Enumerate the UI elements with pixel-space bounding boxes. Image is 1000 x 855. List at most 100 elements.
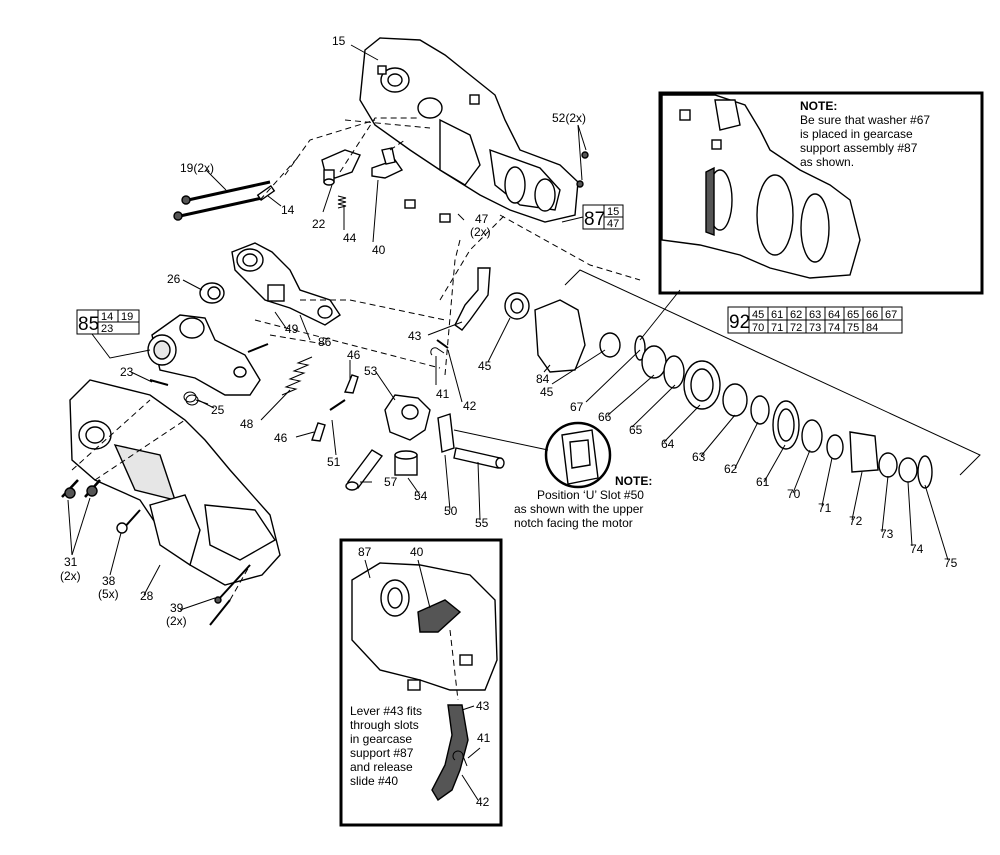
part-labels: 15 52(2x) 19(2x) 14 22 44 40 47 (2x) 26 … bbox=[60, 34, 958, 628]
label-45a: 45 bbox=[478, 359, 492, 373]
label-45b: 45 bbox=[540, 385, 554, 399]
kit-87-number: 87 bbox=[584, 209, 605, 230]
pin-23-drawing bbox=[149, 379, 169, 386]
kit-92-r2-6: 84 bbox=[866, 322, 878, 334]
label-57: 57 bbox=[384, 475, 398, 489]
kit-92-r2-5: 75 bbox=[847, 322, 859, 334]
label-26: 26 bbox=[167, 272, 181, 286]
washer-note-line-2: is placed in gearcase bbox=[800, 127, 913, 141]
inset-line-6: slide #40 bbox=[350, 774, 398, 788]
label-74: 74 bbox=[910, 542, 924, 556]
linkage-86-drawing bbox=[231, 242, 341, 326]
pin-14-drawing bbox=[256, 184, 276, 202]
slot-note-heading: NOTE: bbox=[615, 474, 652, 488]
inset-label-43: 43 bbox=[476, 699, 490, 713]
kit-92-r2-0: 70 bbox=[752, 322, 764, 334]
leader-lines bbox=[67, 44, 949, 611]
inset-label-42: 42 bbox=[476, 795, 490, 809]
screws-31-drawing bbox=[61, 479, 101, 499]
kit-92-r1-0: 45 bbox=[752, 309, 764, 321]
shaft-55-drawing bbox=[453, 447, 505, 469]
kit-92-r1-1: 61 bbox=[771, 309, 783, 321]
lever-43-drawing bbox=[454, 267, 491, 331]
label-52: 52(2x) bbox=[552, 111, 586, 125]
label-14: 14 bbox=[281, 203, 295, 217]
label-15: 15 bbox=[332, 34, 346, 48]
kit-87-part-15: 15 bbox=[607, 206, 619, 218]
label-38-qty: (5x) bbox=[98, 587, 119, 601]
label-42: 42 bbox=[463, 399, 477, 413]
kit-85-part-14: 14 bbox=[101, 311, 113, 323]
label-49: 49 bbox=[285, 322, 299, 336]
label-54: 54 bbox=[414, 489, 428, 503]
u-slot-50-drawing bbox=[437, 413, 455, 453]
screw-39-drawing bbox=[209, 564, 251, 626]
washer-note-line-1: Be sure that washer #67 bbox=[800, 113, 930, 127]
label-22: 22 bbox=[312, 217, 326, 231]
label-46a: 46 bbox=[347, 348, 361, 362]
washer-note-line-4: as shown. bbox=[800, 155, 854, 169]
slot-note-line-2: as shown with the upper bbox=[514, 502, 643, 516]
inset-line-1: Lever #43 fits bbox=[350, 704, 422, 718]
lever-inset: 87 40 43 41 42 Lever #43 fits through sl… bbox=[339, 538, 503, 827]
label-71: 71 bbox=[818, 501, 832, 515]
kit-85-number: 85 bbox=[78, 314, 99, 335]
gear-train-drawing bbox=[504, 292, 933, 489]
label-19: 19(2x) bbox=[180, 161, 214, 175]
label-64: 64 bbox=[661, 437, 675, 451]
release-slide-40-drawing bbox=[371, 147, 404, 179]
kit-87-leader bbox=[561, 216, 584, 223]
kit-92-r1-6: 66 bbox=[866, 309, 878, 321]
label-65: 65 bbox=[629, 423, 643, 437]
label-66: 66 bbox=[598, 410, 612, 424]
pin-57-drawing bbox=[345, 449, 384, 491]
kit-92-box: 92 45 61 62 63 64 65 66 67 70 71 72 73 7… bbox=[727, 306, 903, 334]
kit-92-r2-4: 74 bbox=[828, 322, 840, 334]
label-44: 44 bbox=[343, 231, 357, 245]
label-39-qty: (2x) bbox=[166, 614, 187, 628]
kit-85-part-19: 19 bbox=[121, 311, 133, 323]
inset-label-87: 87 bbox=[358, 545, 372, 559]
washer-note-inset: NOTE: Be sure that washer #67 is placed … bbox=[658, 91, 984, 295]
inset-label-40: 40 bbox=[410, 545, 424, 559]
label-53: 53 bbox=[364, 364, 378, 378]
kit-92-r1-7: 67 bbox=[885, 309, 897, 321]
inset-line-2: through slots bbox=[350, 718, 419, 732]
kit-92-r2-2: 72 bbox=[790, 322, 802, 334]
kit-92-bracket bbox=[564, 269, 981, 476]
kit-92-r1-5: 65 bbox=[847, 309, 859, 321]
label-72: 72 bbox=[849, 514, 863, 528]
pin-42-drawing bbox=[436, 339, 449, 349]
kit-87-part-47: 47 bbox=[607, 218, 619, 230]
kit-87-box: 87 15 47 bbox=[582, 204, 624, 230]
washer-note-heading: NOTE: bbox=[800, 99, 837, 113]
gearcase-support-drawing bbox=[359, 37, 579, 223]
motor-85-drawing bbox=[147, 314, 261, 396]
label-38: 38 bbox=[102, 574, 116, 588]
label-25: 25 bbox=[211, 403, 225, 417]
label-73: 73 bbox=[880, 527, 894, 541]
label-70: 70 bbox=[787, 487, 801, 501]
washer-note-line-3: support assembly #87 bbox=[800, 141, 918, 155]
kit-85-box: 85 14 19 23 bbox=[76, 309, 140, 335]
label-62: 62 bbox=[724, 462, 738, 476]
knob-22-drawing bbox=[321, 149, 361, 186]
nut-52b-drawing bbox=[576, 180, 584, 188]
label-67: 67 bbox=[570, 400, 584, 414]
inset-line-3: in gearcase bbox=[350, 732, 412, 746]
kit-85-leader bbox=[91, 333, 151, 359]
bushing-54-drawing bbox=[394, 450, 418, 476]
kit-92-r2-3: 73 bbox=[809, 322, 821, 334]
kit-85-part-23: 23 bbox=[101, 323, 113, 335]
pin-51-drawing bbox=[329, 399, 346, 411]
label-47: 47 bbox=[475, 212, 489, 226]
spring-44-drawing bbox=[337, 195, 347, 209]
label-50: 50 bbox=[444, 504, 458, 518]
inset-line-5: and release bbox=[350, 760, 413, 774]
label-43: 43 bbox=[408, 329, 422, 343]
label-40: 40 bbox=[372, 243, 386, 257]
label-55: 55 bbox=[475, 516, 489, 530]
inset-label-41: 41 bbox=[477, 731, 491, 745]
label-86: 86 bbox=[318, 335, 332, 349]
screw-19-drawing bbox=[173, 180, 271, 221]
